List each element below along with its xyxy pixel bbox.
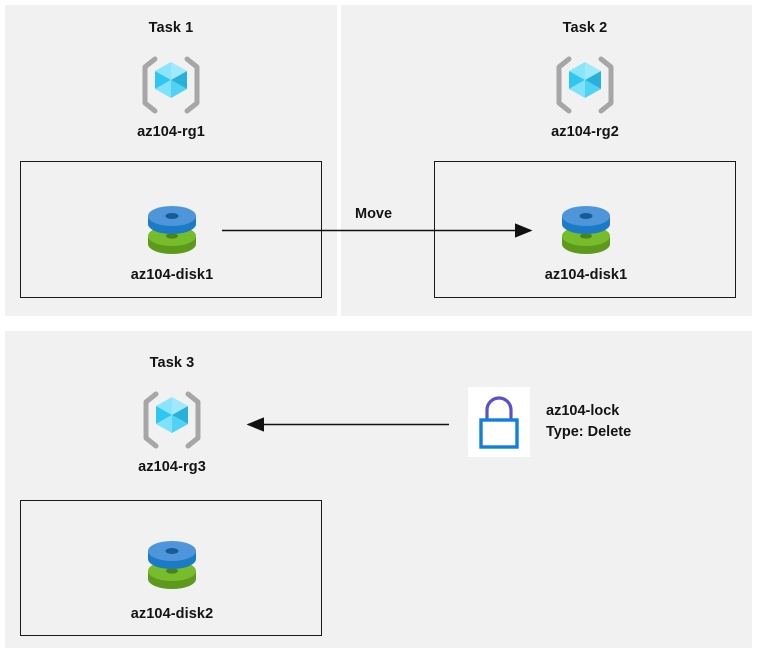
lock-name: az104-lock <box>546 403 620 419</box>
lock-icon <box>479 396 519 449</box>
managed-disk-icon <box>555 198 617 260</box>
resource-group-icon <box>140 55 202 115</box>
lock-type: Type: Delete <box>546 424 632 440</box>
resource-group-icon <box>141 390 203 450</box>
task-1-resource-group-label: az104-rg1 <box>137 124 205 140</box>
managed-disk-icon <box>141 533 203 595</box>
task-panel-2 <box>341 5 752 316</box>
task-2-title: Task 2 <box>562 20 608 36</box>
managed-disk-icon <box>141 198 203 260</box>
task-1-title: Task 1 <box>148 20 194 36</box>
task-2-resource-box <box>434 161 736 298</box>
task-panel-1 <box>5 5 337 316</box>
task-panel-3 <box>5 331 752 648</box>
resource-lock-tile <box>468 387 530 457</box>
task-1-resource-box <box>20 161 322 298</box>
task-2-resource-group-label: az104-rg2 <box>551 124 619 140</box>
task-1-child-resource-label: az104-disk1 <box>130 267 214 283</box>
task-3-resource-group-label: az104-rg3 <box>138 459 206 475</box>
task-2-child-resource-label: az104-disk1 <box>544 267 628 283</box>
task-3-child-resource-label: az104-disk2 <box>130 606 214 622</box>
resource-group-icon <box>554 55 616 115</box>
move-connector-label: Move <box>355 206 393 222</box>
lock-info: az104-lock Type: Delete <box>546 401 631 443</box>
task-3-resource-box <box>20 500 322 636</box>
task-3-title: Task 3 <box>149 355 195 371</box>
